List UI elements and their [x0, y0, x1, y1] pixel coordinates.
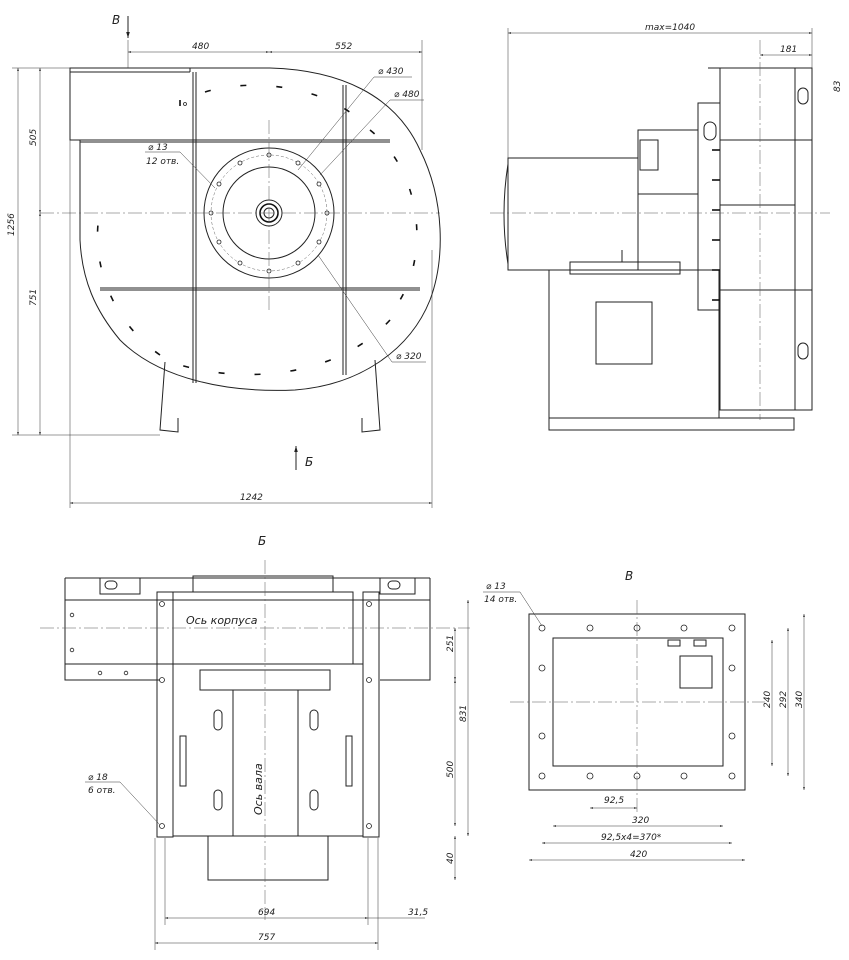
- dim-831: 831: [459, 705, 469, 722]
- arrow-v-label: В: [112, 13, 120, 27]
- housing-side: [719, 67, 813, 411]
- dim-320-v: 320: [632, 816, 649, 826]
- callout-d430: ⌀ 430: [378, 67, 404, 77]
- front-leg-right: [361, 359, 381, 433]
- dim-92-5: 92,5: [604, 796, 624, 806]
- front-leg-left: [159, 361, 179, 433]
- dim-480: 480: [192, 42, 209, 52]
- axis-housing-label: Ось корпуса: [186, 614, 258, 627]
- dim-370: 92,5x4=370*: [601, 833, 662, 843]
- dim-420: 420: [630, 850, 647, 860]
- callout-d13-v: ⌀ 13: [486, 582, 506, 592]
- callout-d320: ⌀ 320: [396, 352, 422, 362]
- callout-n14: 14 отв.: [484, 595, 517, 605]
- motor-frame: [548, 269, 720, 419]
- dim-83: 83: [833, 80, 843, 92]
- dim-1256: 1256: [7, 213, 17, 236]
- dim-340: 340: [795, 691, 805, 708]
- view-v: В 240 292 340 92,5 320 92,5x4=: [483, 569, 805, 861]
- dim-757: 757: [258, 933, 275, 943]
- inlet-cylinder: [207, 835, 329, 881]
- front-view: 480 552 В Б 1256 505 751 1242 ⌀ 430 ⌀ 48…: [7, 13, 441, 508]
- callout-d480: ⌀ 480: [394, 90, 420, 100]
- volute-housing: [69, 67, 441, 391]
- dim-751: 751: [29, 289, 39, 306]
- dim-500: 500: [446, 761, 456, 778]
- callout-holes-d13: ⌀ 13: [148, 143, 168, 153]
- b-holes: [69, 601, 372, 829]
- view-b-title: Б: [258, 534, 266, 548]
- dim-40: 40: [446, 852, 456, 864]
- dim-181: 181: [780, 45, 797, 55]
- motor-body: [507, 157, 639, 271]
- callout-d18: ⌀ 18: [88, 773, 108, 783]
- side-view: max=1040 181 83: [490, 23, 843, 431]
- arrow-b-label: Б: [305, 455, 313, 469]
- dim-292: 292: [779, 691, 789, 708]
- dim-694: 694: [258, 908, 275, 918]
- dim-505: 505: [29, 129, 39, 146]
- view-b: Б: [40, 534, 470, 950]
- dim-1242: 1242: [240, 493, 263, 503]
- callout-n6: 6 отв.: [88, 786, 116, 796]
- side-fins: [712, 149, 720, 301]
- dim-max1040: max=1040: [645, 23, 695, 33]
- v-holes: [538, 624, 736, 780]
- callout-holes-n12: 12 отв.: [146, 157, 179, 167]
- view-v-title: В: [625, 569, 633, 583]
- axis-shaft-label: Ось вала: [252, 763, 265, 815]
- dim-31-5: 31,5: [408, 908, 428, 918]
- dim-251: 251: [446, 635, 456, 652]
- dim-552: 552: [335, 42, 352, 52]
- dim-240: 240: [763, 691, 773, 708]
